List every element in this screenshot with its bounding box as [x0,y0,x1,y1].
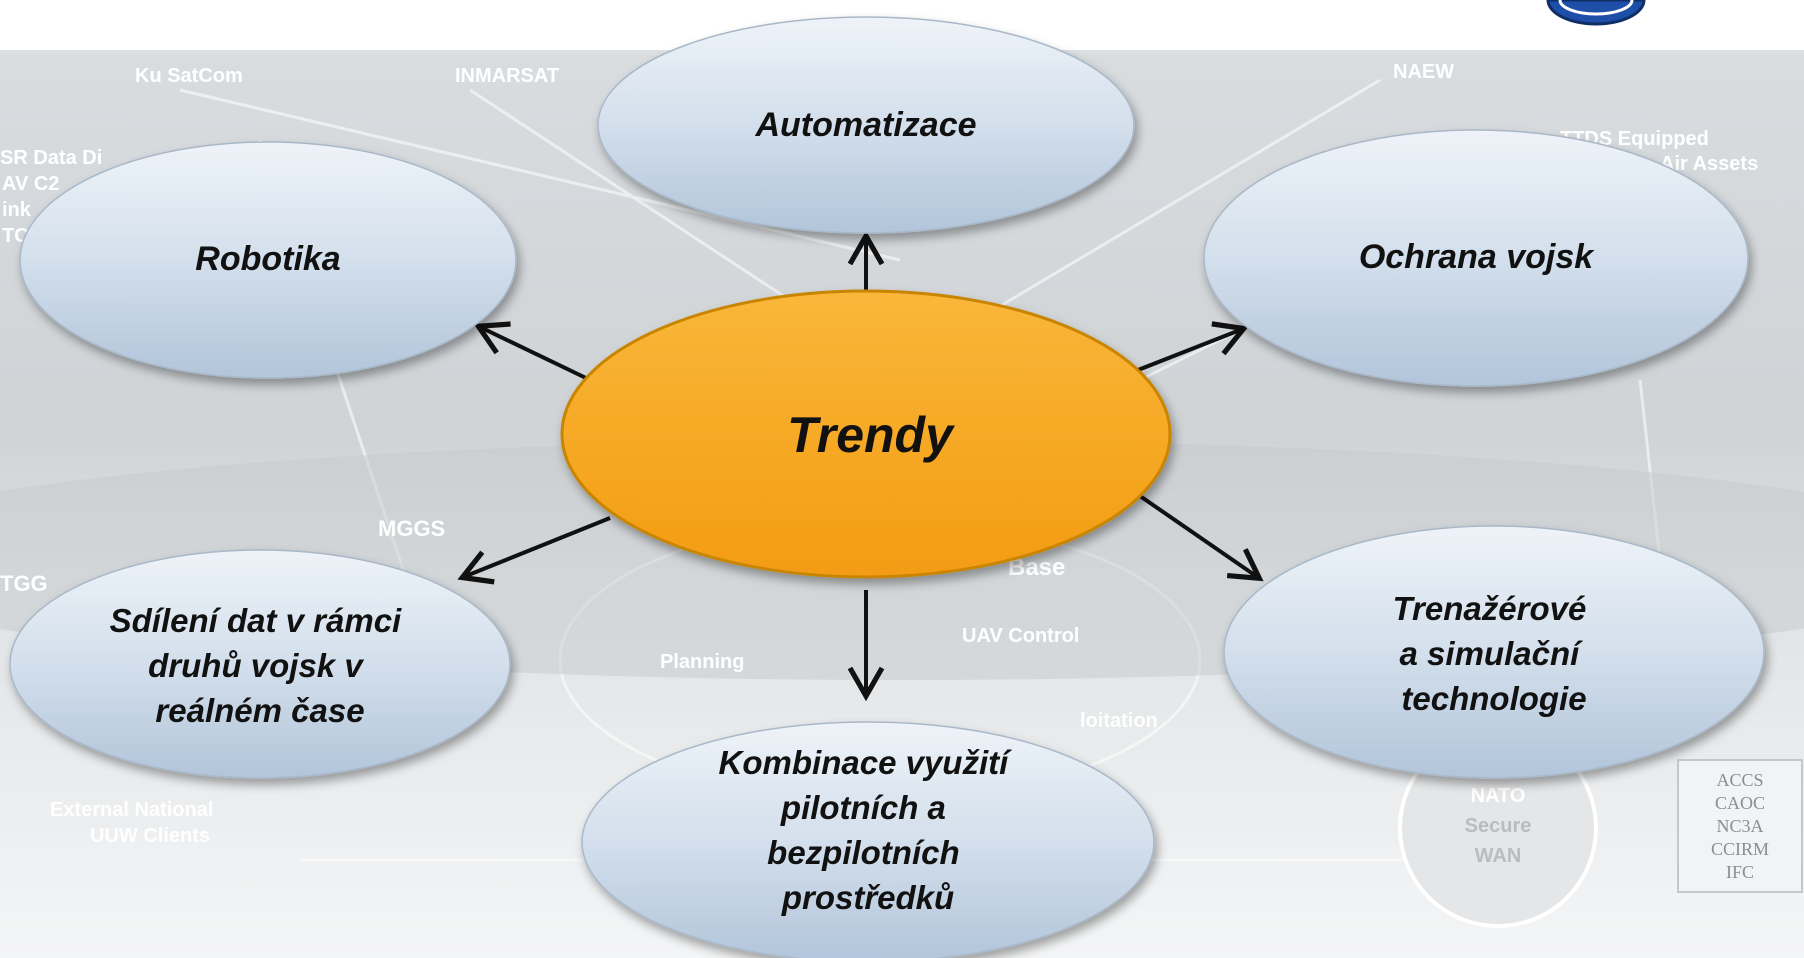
arrow-to-robotika [473,321,587,380]
systems-list-item: ACCS [1716,770,1763,790]
arrow-to-ochrana-vojsk [1137,321,1249,372]
bg-label-nato: NATO [1471,785,1526,807]
systems-list-item: CAOC [1715,793,1765,813]
bg-label-mggs: MGGS [378,516,445,541]
node-kombinace [581,721,1155,958]
node-robotika-label: Robotika [195,240,340,278]
node-kombinace-label: Kombinace využití pilotních a bezpilotní… [719,744,1018,916]
bg-label-sr-data: SR Data Di [0,147,102,169]
bg-label-uuw: UUW Clients [90,825,210,847]
bg-label-air-assets: Air Assets [1660,153,1758,175]
systems-list-item: CCIRM [1711,839,1769,859]
bg-label-inmarsat: INMARSAT [455,65,559,87]
arrow-to-sdileni-dat [457,516,611,585]
systems-list-item: IFC [1726,862,1754,882]
bg-label-ku-satcom: Ku SatCom [135,65,243,87]
bg-label-naew: NAEW [1393,61,1454,83]
node-trenazerove-label: Trenažérové a simulační technologie [1393,590,1596,717]
node-ochrana-vojsk [1203,129,1749,387]
node-trenazerove [1223,525,1765,779]
systems-list-item: NC3A [1716,816,1763,836]
bg-label-exploitation: loitation [1080,710,1158,732]
systems-list: ACCS CAOC NC3A CCIRM IFC [1711,770,1769,882]
bg-label-external: External National [50,799,213,821]
bg-label-secure: Secure [1465,815,1532,837]
node-automatizace [597,16,1135,234]
bg-label-wan: WAN [1475,845,1522,867]
arrow-to-trenazerove [1138,494,1264,582]
logo-fragment-icon [1546,0,1646,26]
node-center-trendy [560,289,1172,579]
bg-label-planning: Planning [660,651,744,673]
node-ochrana-vojsk-label: Ochrana vojsk [1359,238,1595,276]
bg-label-tc: TC [2,225,29,247]
center-label: Trendy [787,407,955,463]
node-sdileni-dat-label: Sdílení dat v rámci druhů vojsk v reálné… [110,602,411,729]
arrows-group [457,230,1264,702]
bg-label-uav-c2: AV C2 [2,173,59,195]
node-automatizace-label: Automatizace [754,106,976,144]
bg-label-uav-control: UAV Control [962,625,1079,647]
node-sdileni-dat [9,549,511,779]
bg-label-link: ink [2,199,32,221]
systems-list-box [1677,759,1803,893]
node-robotika [19,141,517,379]
bg-label-tgg: TGG [0,571,48,596]
